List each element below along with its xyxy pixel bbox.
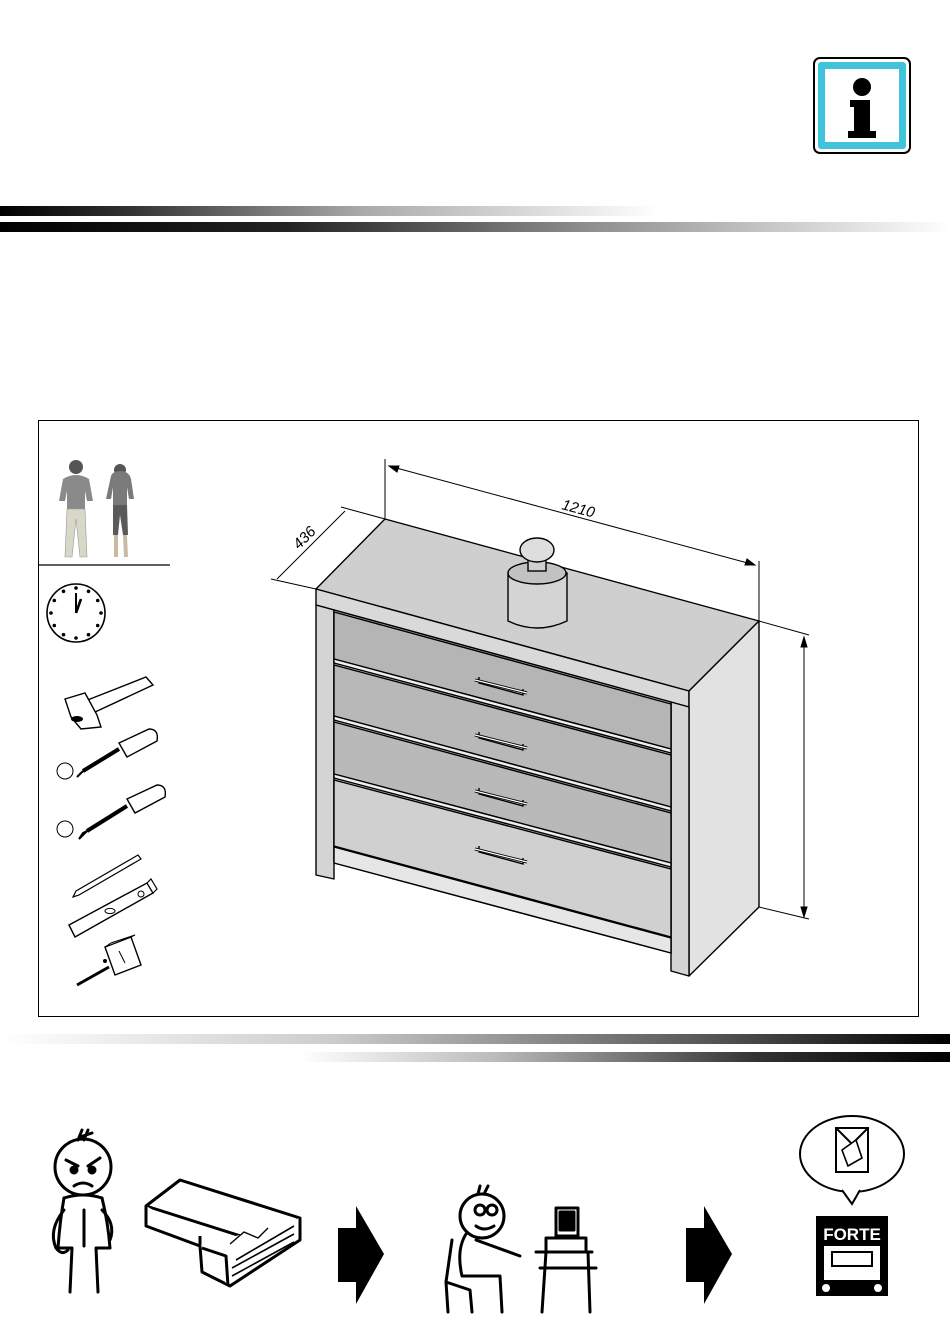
angry-person-icon	[53, 1130, 111, 1292]
weight-icon	[508, 538, 567, 628]
pencil-icon	[73, 855, 141, 897]
arrow-right-icon	[338, 1206, 384, 1304]
gradient-bar-top-2	[0, 222, 950, 232]
two-persons-icon	[59, 460, 134, 557]
clock-icon	[47, 584, 105, 642]
person-at-desk-icon	[446, 1186, 596, 1312]
store-icon	[800, 1116, 904, 1296]
arrow-right-icon	[686, 1206, 732, 1304]
hammer-icon	[65, 677, 153, 729]
damaged-panel-icon	[146, 1180, 300, 1286]
flat-screwdriver-icon	[57, 729, 157, 779]
width-dimension-label: 1210	[560, 496, 597, 521]
gradient-bar-bottom-2	[300, 1052, 950, 1062]
depth-dimension-label: 436	[290, 523, 320, 553]
product-drawing: 1210 436	[39, 421, 918, 1016]
brand-logo-text: FORTE	[823, 1225, 881, 1244]
info-badge	[812, 56, 914, 156]
phillips-screwdriver-icon	[57, 785, 165, 839]
gradient-bar-top-1	[0, 206, 660, 216]
tape-measure-icon	[77, 935, 141, 985]
product-panel: 1210 436	[38, 420, 919, 1017]
info-icon	[812, 56, 914, 156]
instruction-strip: FORTE	[0, 1100, 950, 1344]
gradient-bar-bottom-1	[0, 1034, 950, 1044]
